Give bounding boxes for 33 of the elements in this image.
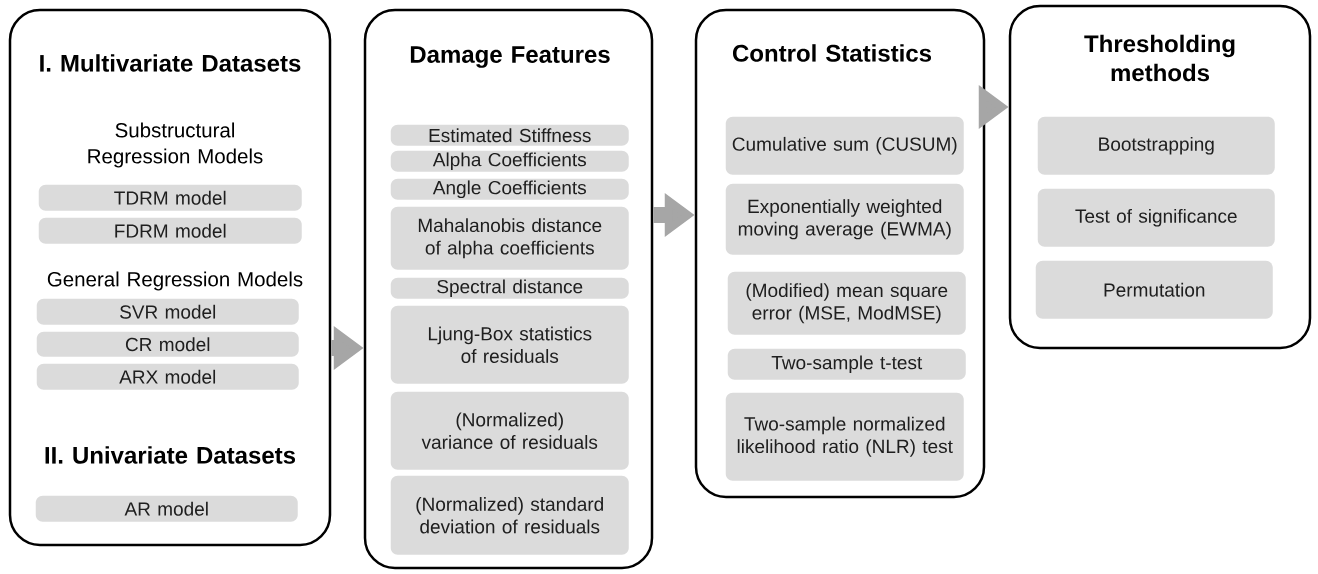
- group-heading: Substructural Regression Models: [88, 122, 263, 168]
- item-box: Mahalanobis distance of alpha coefficients: [390, 206, 629, 270]
- item-box: Estimated Stiffness: [390, 124, 629, 146]
- item-box: FDRM model: [38, 217, 302, 244]
- item-box: AR model: [35, 495, 298, 522]
- panel-box: [363, 8, 654, 570]
- item-box: (Normalized) variance of residuals: [390, 391, 629, 470]
- panel-box: [8, 8, 332, 547]
- item-box: (Modified) mean square error (MSE, ModMSE): [727, 271, 966, 335]
- item-box: Ljung-Box statistics of residuals: [390, 305, 629, 384]
- item-box: Exponentially weighted moving average (EWMA): [725, 183, 964, 255]
- item-box: Test of significance: [1037, 188, 1275, 247]
- item-box: CR model: [36, 331, 299, 357]
- item-box: ARX model: [36, 363, 299, 390]
- item-box: (Normalized) standard deviation of residuals: [390, 475, 629, 555]
- panel-heading: Damage Features: [410, 46, 610, 68]
- item-box: SVR model: [36, 298, 299, 325]
- item-box: TDRM model: [38, 184, 302, 211]
- item-box: Two-sample t-test: [727, 348, 966, 380]
- item-box: Bootstrapping: [1037, 116, 1275, 175]
- item-box: Alpha Coefficients: [390, 150, 629, 172]
- panel-heading: Control Statistics: [733, 44, 931, 62]
- item-box: Cumulative sum (CUSUM): [725, 116, 964, 175]
- panel-heading: II. Univariate Datasets: [45, 446, 296, 464]
- item-box: Spectral distance: [390, 277, 629, 299]
- group-heading: General Regression Models: [47, 271, 303, 291]
- item-box: Angle Coefficients: [390, 178, 629, 200]
- panel-box: [694, 8, 986, 499]
- item-box: Two-sample normalized likelihood ratio (NLR) test: [725, 392, 964, 481]
- item-box: Permutation: [1035, 260, 1273, 319]
- panel-heading: Thresholding methods: [1084, 34, 1235, 82]
- panel-box: [1008, 4, 1312, 350]
- panel-heading: I. Multivariate Datasets: [40, 54, 301, 72]
